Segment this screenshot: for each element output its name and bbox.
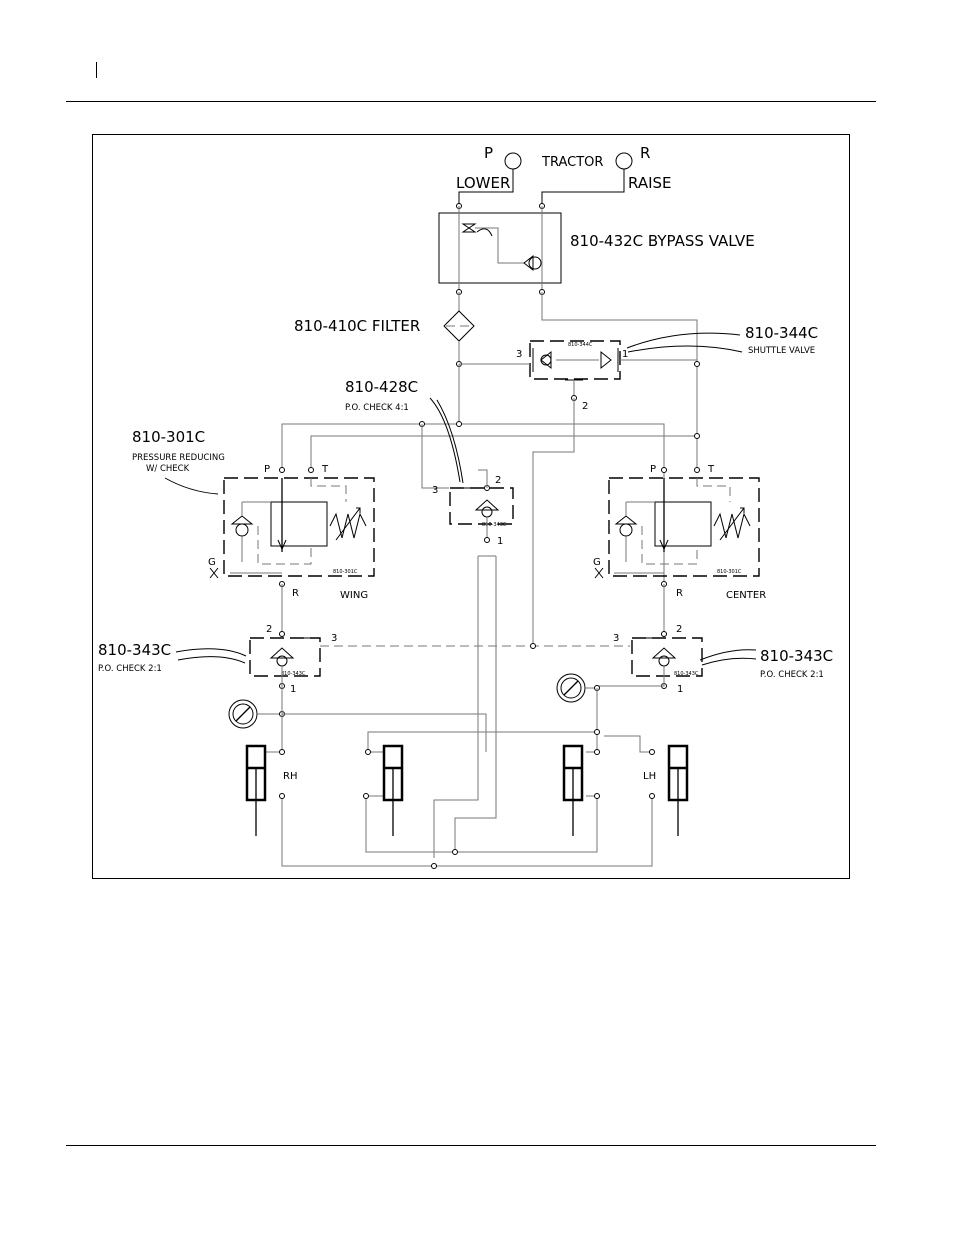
label-shuttle-small: 810-344C — [568, 342, 593, 348]
label-prv-name-1: PRESSURE REDUCING — [132, 453, 225, 463]
footer-rule — [66, 1145, 876, 1146]
return-port-icon — [615, 152, 633, 170]
label-center-p: P — [650, 464, 656, 475]
label-po-check-21-right-port-3: 3 — [613, 633, 619, 644]
label-po-check-21-left-port-2: 2 — [266, 624, 272, 635]
label-raise: RAISE — [628, 174, 672, 192]
label-shuttle-name: SHUTTLE VALVE — [748, 346, 815, 356]
cylinder-inner-left — [382, 744, 404, 836]
cylinder-lh: LH — [643, 744, 689, 836]
bypass-valve: 810-432C BYPASS VALVE — [438, 206, 755, 295]
label-po-check-21-right-port-1: 1 — [677, 684, 683, 695]
label-po-check-21-left-part: 810-343C — [98, 641, 171, 659]
label-tractor: TRACTOR — [541, 155, 603, 170]
label-po-check-41-port-3: 3 — [432, 485, 438, 496]
tractor-ports: P R TRACTOR LOWER RAISE — [456, 144, 672, 209]
label-po-check-41-small: 810-343C — [482, 522, 507, 528]
label-shuttle-port-2: 2 — [582, 401, 588, 412]
label-filter: 810-410C FILTER — [294, 317, 420, 335]
label-center-r: R — [676, 588, 683, 599]
label-po-check-21-right-small: 810-343C — [674, 671, 699, 677]
diagram-frame — [92, 134, 850, 879]
label-shuttle-port-1: 1 — [622, 349, 628, 360]
header-tick — [96, 62, 97, 78]
orifice-icon — [461, 223, 477, 233]
label-wing-r: R — [292, 588, 299, 599]
po-check-4-1: 810-428C P.O. CHECK 4:1 810-343C 3 2 1 — [345, 378, 514, 858]
label-rh: RH — [283, 771, 297, 782]
check-valve-icon — [523, 254, 534, 272]
label-po-check-41-name: P.O. CHECK 4:1 — [345, 403, 409, 413]
header-rule — [66, 101, 876, 102]
label-prv-wing-small: 810-301C — [333, 569, 358, 575]
pressure-reducing-valve-wing: 810-301C PRESSURE REDUCING W/ CHECK P T … — [132, 428, 375, 634]
pressure-reducing-valve-center: P T G 810-301C R CENTER — [593, 464, 766, 634]
label-center: CENTER — [726, 590, 766, 601]
label-po-check-21-left-name: P.O. CHECK 2:1 — [98, 664, 162, 674]
label-po-check-21-right-name: P.O. CHECK 2:1 — [760, 670, 824, 680]
adjust-arrow-icon — [476, 228, 493, 237]
label-center-t: T — [707, 464, 715, 475]
cylinder-rh: RH — [245, 744, 297, 836]
po-check-2-1-left: 810-343C P.O. CHECK 2:1 810-343C 2 3 1 — [98, 624, 630, 695]
label-wing-p: P — [264, 464, 270, 475]
label-wing-g: G — [208, 557, 216, 568]
label-po-check-41-port-1: 1 — [497, 536, 503, 547]
shuttle-valve: 810-344C 3 1 2 810-344C SHUTTLE VALVE — [459, 292, 818, 646]
label-bypass-valve: 810-432C BYPASS VALVE — [570, 232, 755, 250]
label-po-check-21-left-port-3: 3 — [331, 633, 337, 644]
pressure-port-icon — [504, 152, 522, 170]
label-wing: WING — [340, 590, 368, 601]
label-shuttle-part: 810-344C — [745, 324, 818, 342]
label-prv-center-small: 810-301C — [717, 569, 742, 575]
label-po-check-41-port-2: 2 — [495, 475, 501, 486]
pressure-gauge-right — [556, 673, 600, 703]
label-lower: LOWER — [456, 174, 510, 192]
label-p: P — [484, 144, 493, 162]
pressure-gauge-left — [228, 699, 285, 729]
label-r: R — [640, 144, 650, 162]
label-lh: LH — [643, 771, 656, 782]
label-po-check-21-right-port-2: 2 — [676, 624, 682, 635]
po-check-2-1-right: 810-343C P.O. CHECK 2:1 810-343C 2 3 1 — [597, 624, 833, 695]
label-po-check-21-left-small: 810-343C — [281, 671, 306, 677]
label-center-g: G — [593, 557, 601, 568]
label-po-check-21-right-part: 810-343C — [760, 647, 833, 665]
label-po-check-41-part: 810-428C — [345, 378, 418, 396]
label-prv-part: 810-301C — [132, 428, 205, 446]
label-prv-name-2: W/ CHECK — [146, 464, 190, 474]
label-wing-t: T — [321, 464, 329, 475]
label-shuttle-port-3: 3 — [516, 349, 522, 360]
label-po-check-21-left-port-1: 1 — [290, 684, 296, 695]
cylinder-inner-right — [562, 744, 584, 836]
filter: 810-410C FILTER — [294, 292, 475, 367]
